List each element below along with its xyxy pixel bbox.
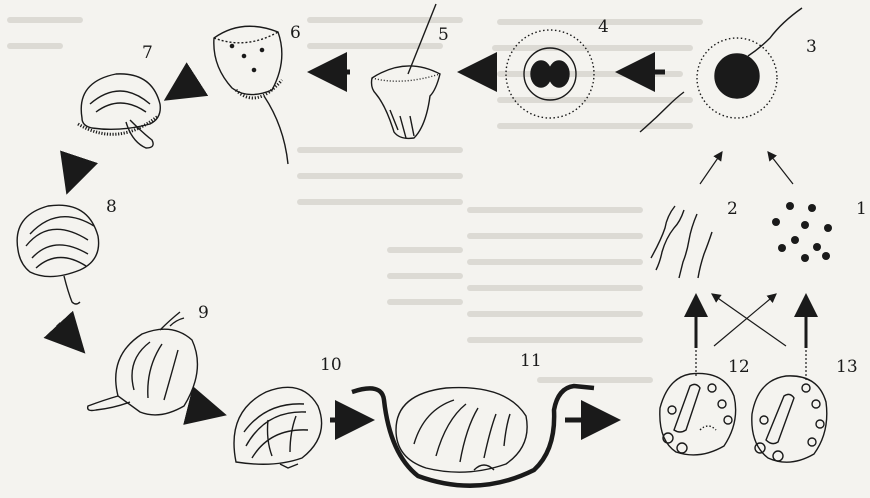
label-7: 7 xyxy=(142,43,153,63)
label-11: 11 xyxy=(520,351,542,371)
stage-2-sperm xyxy=(651,206,712,278)
stage-8-juvenile xyxy=(17,205,98,304)
label-3: 3 xyxy=(806,37,817,57)
stage-5-trochophore-larva xyxy=(372,4,441,138)
label-9: 9 xyxy=(198,303,209,323)
label-10: 10 xyxy=(320,355,342,375)
thin-arrows xyxy=(696,152,806,380)
arrow-6-to-7 xyxy=(168,80,196,98)
stage-6-veliger-larva xyxy=(214,26,288,164)
stage-1-eggs xyxy=(772,202,832,262)
label-12: 12 xyxy=(728,357,750,377)
label-5: 5 xyxy=(438,25,449,45)
stage-7-pediveliger xyxy=(78,74,160,148)
stage-9-young-scallop xyxy=(88,312,198,415)
label-1: 1 xyxy=(856,199,867,219)
label-4: 4 xyxy=(598,17,609,37)
arrow-7-to-8 xyxy=(68,160,78,190)
stage-10-scallop xyxy=(234,387,322,468)
stage-13-female-adult xyxy=(752,376,827,462)
stage-12-male-adult xyxy=(660,373,736,454)
arrow-9-to-10 xyxy=(190,406,222,414)
stage-11-adult-scallop-in-basin xyxy=(352,386,594,486)
label-6: 6 xyxy=(290,23,301,43)
label-8: 8 xyxy=(106,197,117,217)
arrow-eggs-to-3 xyxy=(768,152,793,184)
arrow-sperm-to-3 xyxy=(700,152,722,184)
label-2: 2 xyxy=(727,199,738,219)
arrow-8-to-9 xyxy=(58,324,82,350)
label-13: 13 xyxy=(836,357,858,377)
